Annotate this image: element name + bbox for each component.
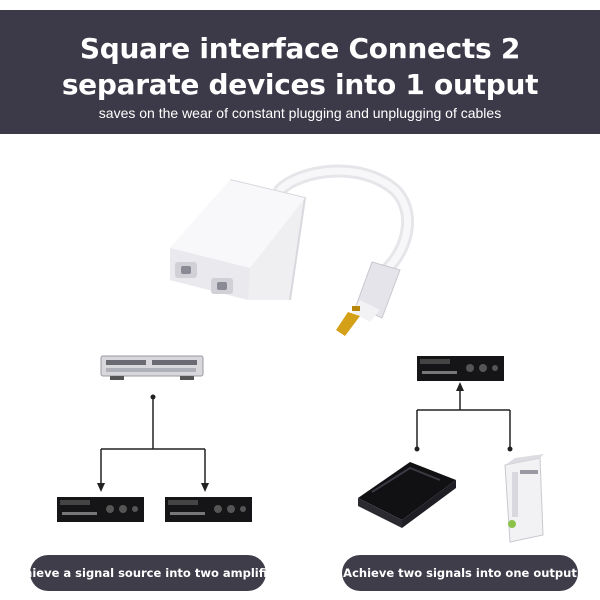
amplifier-icon	[165, 497, 252, 522]
optical-splitter-image	[170, 164, 415, 336]
banner-title-line-1: Square interface Connects 2	[79, 32, 521, 65]
right-diagram	[358, 356, 544, 543]
caption-right: Achieve two signals into one output	[342, 555, 578, 591]
caption-left: Achieve a signal source into two amplifi…	[8, 555, 288, 591]
game-console-icon	[504, 454, 544, 543]
header-banner: Square interface Connects 2 separate dev…	[0, 10, 600, 134]
game-console-icon	[358, 462, 456, 528]
amplifier-icon	[417, 356, 504, 381]
banner-subtitle: saves on the wear of constant plugging a…	[98, 105, 502, 121]
left-diagram	[57, 355, 252, 522]
vcr-device-icon	[100, 355, 204, 380]
banner-title-line-2: separate devices into 1 output	[61, 68, 539, 101]
amplifier-icon	[57, 497, 144, 522]
